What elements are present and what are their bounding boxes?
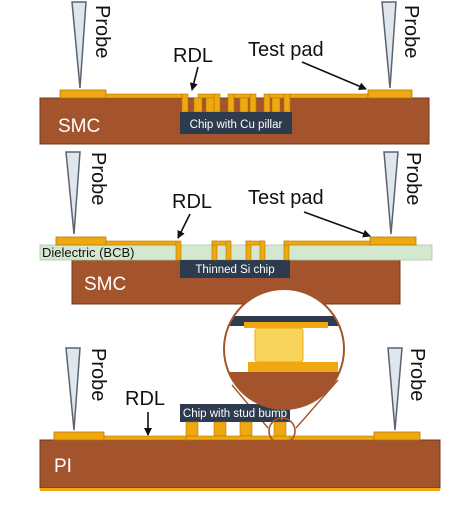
- zoom-rdl: [248, 362, 338, 372]
- rdl-via-6: [249, 93, 257, 113]
- stud-bump-4: [273, 421, 287, 437]
- probe-left-label: Probe: [91, 5, 113, 58]
- rdl-via-4: [227, 93, 235, 113]
- rdl-down-3: [225, 240, 232, 261]
- rdl-trace-right-3: [289, 435, 375, 441]
- test-pad-arrow-2: [303, 211, 371, 238]
- rdl-trace-right: [289, 93, 369, 99]
- test-pad-arrow: [301, 61, 367, 90]
- rdl-trace-left: [105, 93, 183, 99]
- smc-label-2: SMC: [84, 274, 126, 295]
- chip-cu-pillar: [180, 112, 292, 134]
- test-pad-right-2: [369, 236, 417, 246]
- rdl-down-5: [259, 240, 266, 261]
- probe-left-icon-2: [65, 151, 81, 235]
- probe-right-icon: [381, 1, 397, 89]
- probe-left-icon-3: [65, 347, 81, 431]
- stud-bump-3: [239, 421, 253, 437]
- probe-left-label-2: Probe: [87, 152, 109, 205]
- panel-3: Probe Probe PI Chip with stud bump: [39, 288, 441, 491]
- zoom-source-circle: [268, 417, 296, 445]
- zoom-line-right: [295, 379, 339, 429]
- smc-label: SMC: [58, 116, 100, 137]
- pi-bottom-metal: [40, 488, 440, 491]
- probe-right-label-2: Probe: [402, 152, 424, 205]
- stud-bump-2: [213, 421, 227, 437]
- pi-label: PI: [54, 456, 72, 477]
- probe-right-icon-3: [387, 347, 403, 431]
- probe-right-label: Probe: [400, 5, 422, 58]
- rdl-label: RDL: [173, 45, 213, 67]
- rdl-arrow: [189, 66, 199, 91]
- rdl-down-1: [175, 240, 182, 261]
- chip-thinned-si: [180, 260, 290, 278]
- test-pad-right-3: [373, 431, 421, 441]
- panel-1: Probe Probe SMC Chip with Cu pillar RDL …: [39, 1, 430, 145]
- probe-right-label-3: Probe: [406, 348, 428, 401]
- panel-2: Probe Probe SMC Dielectric (BCB) Thinned…: [39, 151, 433, 305]
- chip-rdl-under: [185, 435, 291, 441]
- probe-right-icon-2: [383, 151, 399, 235]
- rdl-via-9: [283, 93, 291, 113]
- chip-thinned-si-label: Thinned Si chip: [195, 264, 274, 276]
- rdl-via-1: [181, 93, 189, 113]
- rdl-via-8: [269, 93, 285, 99]
- cu-pillar-3: [239, 97, 249, 113]
- dielectric-label: Dielectric (BCB): [42, 245, 134, 260]
- rdl-arrow-2: [177, 213, 191, 239]
- zoom-stud-bump: [254, 327, 304, 363]
- probe-left-icon: [71, 1, 87, 89]
- test-pad-left: [59, 89, 107, 99]
- pi-substrate: [39, 439, 441, 489]
- rdl-trace-left-2: [105, 240, 177, 246]
- rdl-via-3: [213, 93, 221, 113]
- zoom-pad-top: [244, 322, 328, 328]
- cu-pillar-1: [193, 97, 203, 113]
- cu-pillar-2: [205, 97, 215, 113]
- test-pad-left-2: [55, 236, 107, 246]
- cu-pillar-4: [271, 97, 281, 113]
- probe-left-label-3: Probe: [87, 348, 109, 401]
- chip-cu-pillar-label: Chip with Cu pillar: [190, 119, 283, 131]
- rdl-via-2: [197, 93, 217, 99]
- chip-stud-bump-label: Chip with stud bump: [183, 408, 287, 420]
- stud-bump-1: [185, 421, 199, 437]
- rdl-trace-right-2: [283, 240, 373, 246]
- test-pad-label: Test pad: [248, 39, 324, 61]
- rdl-label-3: RDL: [125, 388, 165, 410]
- zoom-inset: [223, 288, 345, 410]
- chip-stud-bump: [180, 404, 290, 422]
- rdl-via-5: [233, 93, 251, 99]
- rdl-label-2: RDL: [172, 191, 212, 213]
- test-pad-left-3: [53, 431, 105, 441]
- rdl-trace-left-3: [103, 435, 193, 441]
- test-pad-label-2: Test pad: [248, 187, 324, 209]
- test-pad-right: [367, 89, 413, 99]
- rdl-via-7: [263, 93, 271, 113]
- zoom-chip: [224, 316, 344, 326]
